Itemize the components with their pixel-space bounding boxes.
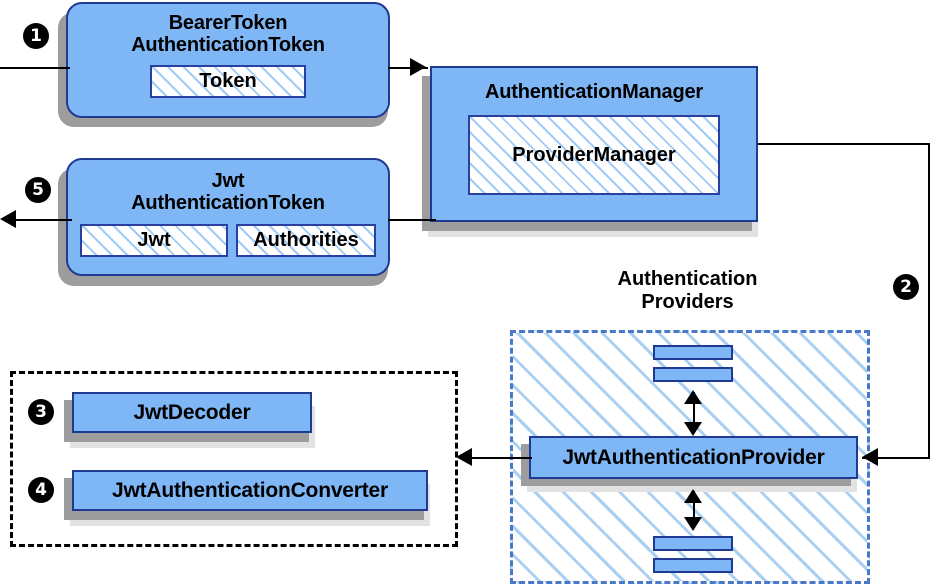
arrowhead-into-provider xyxy=(862,448,878,466)
arrowhead-provider-link-bottom-down xyxy=(684,517,702,531)
arrowhead-provider-link-top-up xyxy=(684,390,702,404)
jwt-token-title: Jwt AuthenticationToken xyxy=(131,170,325,215)
line-into-provider xyxy=(862,457,930,459)
arrowhead-provider-link-bottom-up xyxy=(684,489,702,503)
jwt-authentication-converter-title: JwtAuthenticationConverter xyxy=(112,478,388,502)
provider-manager-label: ProviderManager xyxy=(512,144,676,167)
arrowhead-provider-to-support xyxy=(456,448,472,466)
line-manager-to-jwt-token xyxy=(388,219,436,221)
arrowhead-provider-link-top-down xyxy=(684,422,702,436)
bearer-token-node[interactable]: BearerToken AuthenticationToken Token xyxy=(66,2,390,118)
step-badge-5: 5 xyxy=(25,177,51,203)
authentication-manager-inner-provider-manager: ProviderManager xyxy=(468,115,720,196)
line-inbound-request xyxy=(0,67,70,69)
line-bearer-to-manager xyxy=(388,67,428,69)
jwt-authentication-provider-node[interactable]: JwtAuthenticationProvider xyxy=(529,436,858,479)
jwt-token-inner-authorities-label: Authorities xyxy=(253,229,359,252)
authentication-manager-node[interactable]: AuthenticationManager ProviderManager xyxy=(430,66,758,222)
provider-placeholder-bottom-1 xyxy=(653,536,733,551)
step-badge-4: 4 xyxy=(28,477,54,503)
jwt-authentication-converter-node[interactable]: JwtAuthenticationConverter xyxy=(72,470,428,511)
step-badge-1: 1 xyxy=(23,23,49,49)
line-provider-link-bottom xyxy=(693,491,695,519)
bearer-token-inner-token: Token xyxy=(150,64,306,98)
authentication-providers-title: Authentication Providers xyxy=(617,268,758,313)
line-manager-down xyxy=(928,143,930,457)
line-provider-link-top xyxy=(693,392,695,424)
jwt-token-inner-jwt-label: Jwt xyxy=(137,229,171,252)
jwt-token-node[interactable]: Jwt AuthenticationToken Jwt Authorities xyxy=(66,158,390,276)
line-manager-right xyxy=(758,143,930,145)
jwt-token-inner-jwt: Jwt xyxy=(80,223,228,257)
jwt-authentication-provider-title: JwtAuthenticationProvider xyxy=(562,445,825,469)
bearer-token-inner-token-label: Token xyxy=(199,70,257,93)
jwt-decoder-title: JwtDecoder xyxy=(133,400,251,424)
line-outbound-response xyxy=(14,219,72,221)
provider-placeholder-top-2 xyxy=(653,367,733,382)
authentication-manager-title: AuthenticationManager xyxy=(484,81,704,103)
step-badge-2: 2 xyxy=(893,274,919,300)
provider-placeholder-bottom-2 xyxy=(653,558,733,573)
arrowhead-bearer-to-manager xyxy=(410,58,426,76)
jwt-token-inner-authorities: Authorities xyxy=(236,223,376,257)
jwt-decoder-node[interactable]: JwtDecoder xyxy=(72,392,312,433)
arrowhead-outbound-response xyxy=(0,210,16,228)
bearer-token-title: BearerToken AuthenticationToken xyxy=(131,12,325,57)
step-badge-3: 3 xyxy=(28,399,54,425)
provider-placeholder-top-1 xyxy=(653,345,733,360)
jwt-token-inner-row: Jwt Authorities xyxy=(80,223,376,257)
line-provider-to-support xyxy=(470,457,532,459)
